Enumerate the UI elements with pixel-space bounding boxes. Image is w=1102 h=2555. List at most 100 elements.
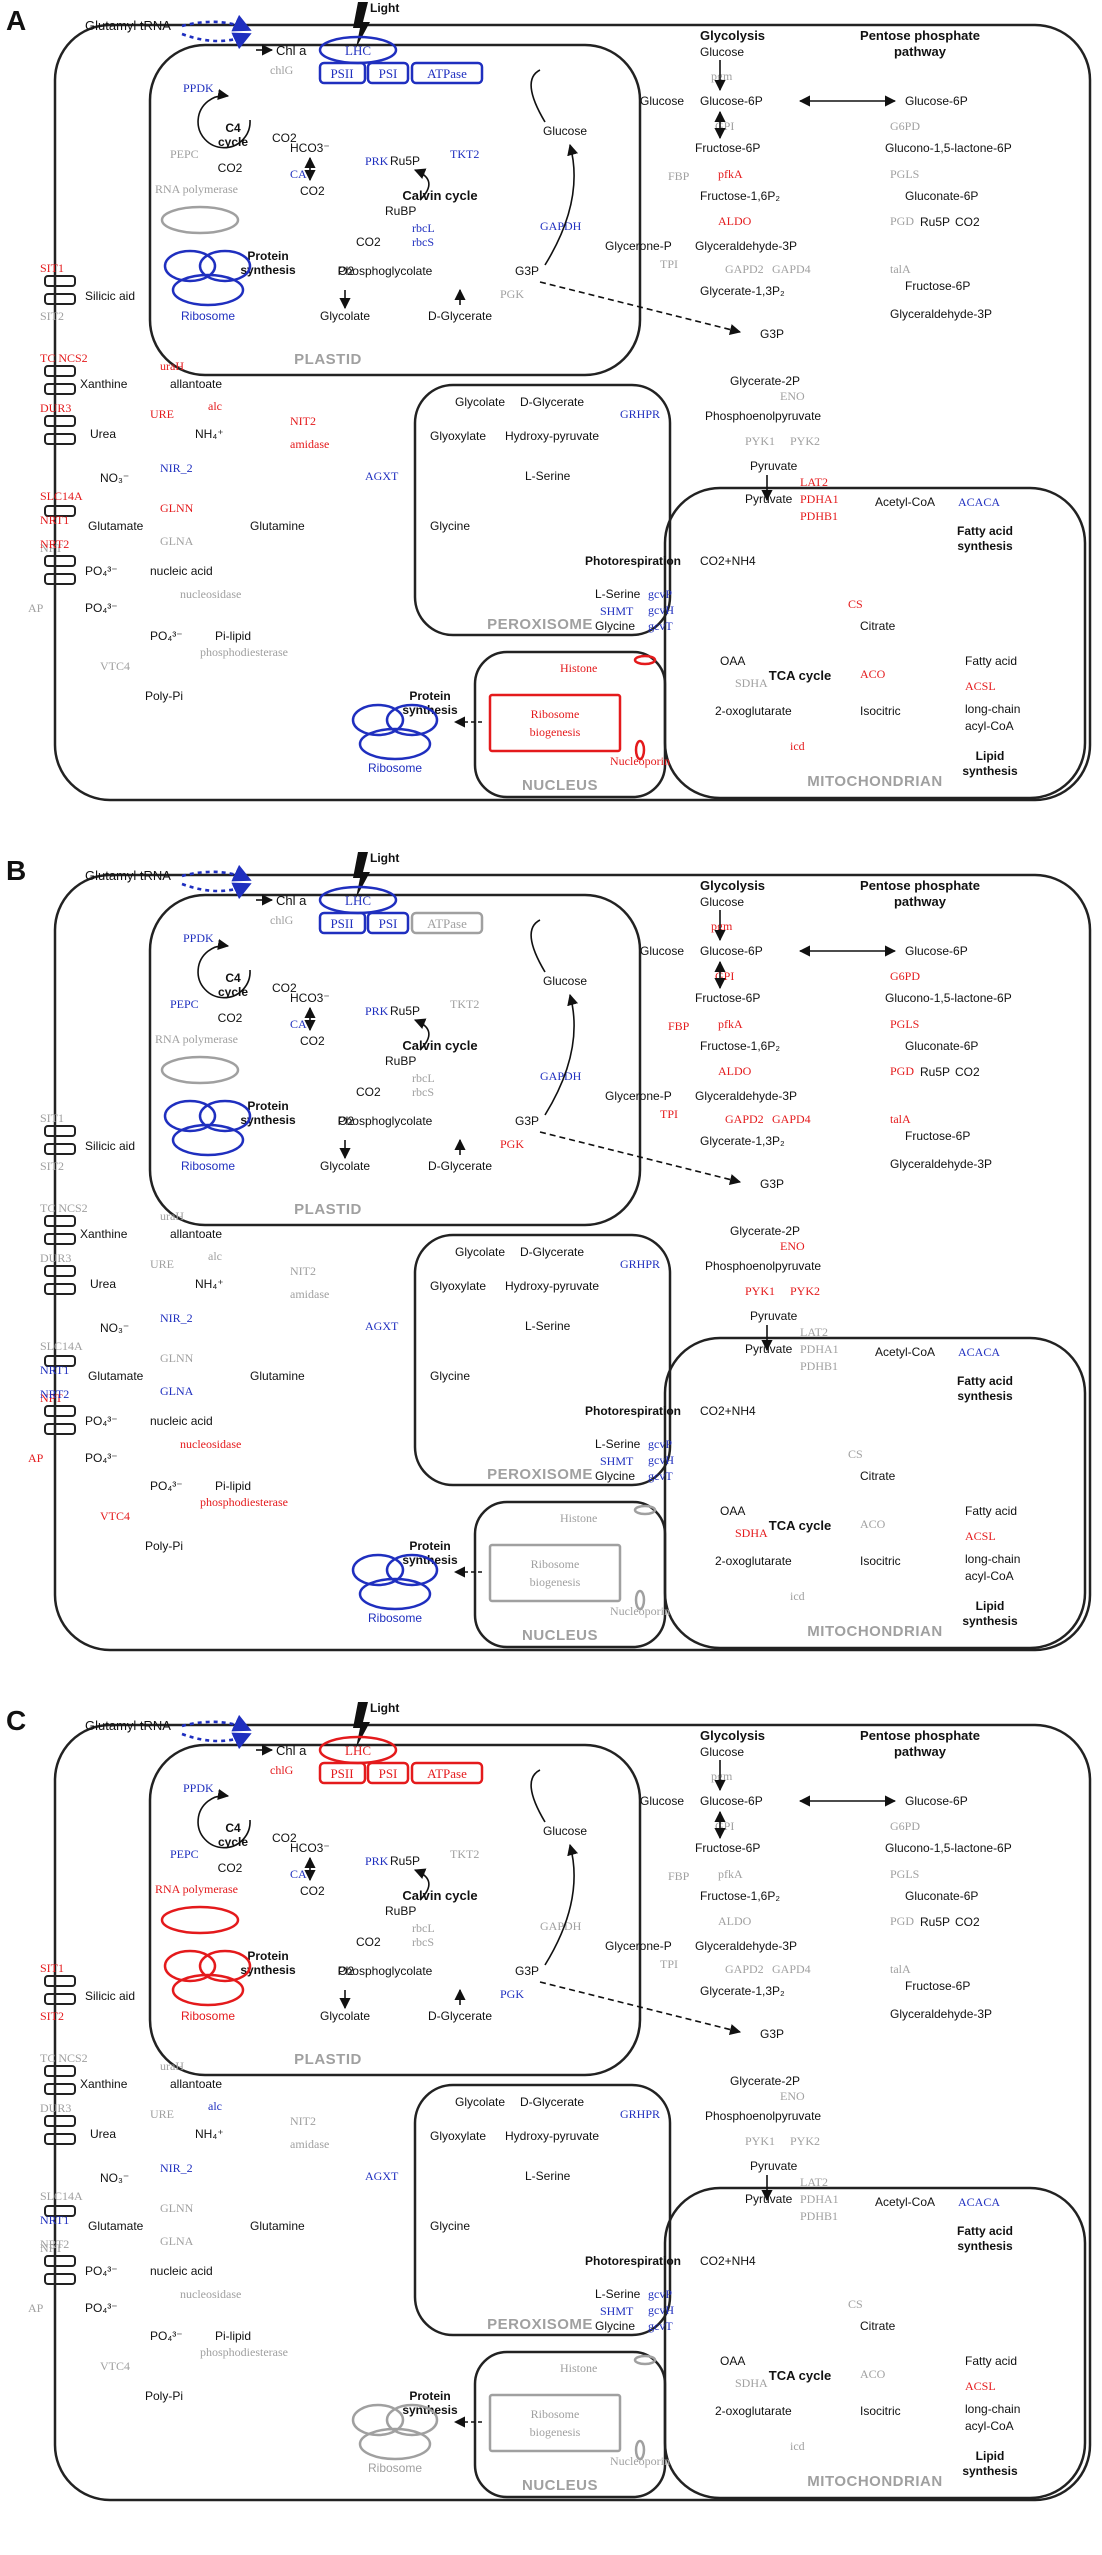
label-pyruvate-cyto: Pyruvate: [750, 459, 798, 473]
label-plastid: PLASTID: [294, 2051, 362, 2068]
enzyme-lhc: LHC: [345, 43, 371, 58]
enzyme-pdhb1: PDHB1: [800, 2209, 838, 2223]
enzyme-acsl: ACSL: [965, 679, 996, 693]
label-glycerate-13p2: Glycerate-1,3P₂: [700, 284, 785, 298]
enzyme-npt: NPT: [40, 1391, 63, 1405]
label-pyruvate-mito: Pyruvate: [745, 2192, 793, 2206]
label-glucose-cyto: Glucose: [640, 944, 684, 958]
enzyme-nit2: NIT2: [290, 1264, 316, 1278]
peroxisome-outline: [413, 2083, 672, 2337]
g3p-export: [539, 281, 742, 335]
transporter-sit1-2: [44, 1143, 76, 1155]
glucose-branch: [530, 1769, 546, 1823]
enzyme-ribosome-biogenesis: Ribosome: [531, 1557, 580, 1571]
enzyme-pgk: PGK: [500, 287, 524, 301]
label-urea: Urea: [90, 2127, 116, 2141]
enzyme-lhc: LHC: [345, 893, 371, 908]
lightning-icon: [353, 852, 370, 898]
enzyme-gcvt: gcvT: [648, 619, 673, 633]
cell-outline: [53, 23, 1092, 802]
enzyme-sdha: SDHA: [735, 676, 768, 690]
label-silicic-acid: Silicic aid: [85, 1989, 135, 2003]
enzyme-gpi: GPI: [715, 969, 734, 983]
label-fructose-6p: Fructose-6P: [695, 991, 760, 1005]
label-hco3: HCO3⁻: [290, 1841, 330, 1855]
label-glutamate: Glutamate: [88, 2219, 144, 2233]
enzyme-gcvt: gcvT: [648, 2319, 673, 2333]
enzyme-pgm: pgm: [711, 69, 733, 83]
mitochondrion-outline: [663, 1336, 1087, 1650]
enzyme-pgls: PGLS: [890, 167, 919, 181]
label-long-chain: long-chain: [965, 1552, 1020, 1566]
label-glycolate-plastid: Glycolate: [320, 2009, 370, 2023]
enzyme-aco: ACO: [860, 2367, 886, 2381]
enzyme-tc-ncs2: TC NCS2: [40, 1201, 88, 1215]
enzyme-shmt: SHMT: [600, 604, 634, 618]
enzyme-urah: uraH: [160, 359, 184, 373]
label-co2-nh4: CO2+NH4: [700, 1404, 756, 1418]
label-light: Light: [370, 851, 399, 865]
label-oxoglutarate: 2-oxoglutarate: [715, 704, 792, 718]
label-co2-c4-bottom: CO2: [218, 1861, 243, 1875]
label-protein-line1: Protein: [247, 1949, 288, 1963]
enzyme-pdha1: PDHA1: [800, 2192, 839, 2206]
enzyme-pdha1: PDHA1: [800, 1342, 839, 1356]
ribosome-plastid-top: [163, 1949, 217, 1983]
label-glutamate: Glutamate: [88, 1369, 144, 1383]
label-pi-lipid: Pi-lipid: [215, 629, 251, 643]
enzyme-ca: CA: [290, 1017, 307, 1031]
label-glucose-plastid: Glucose: [543, 1824, 587, 1838]
enzyme-sdha: SDHA: [735, 2376, 768, 2390]
label-l-serine-mito: L-Serine: [595, 2287, 641, 2301]
enzyme-tkt2: TKT2: [450, 1847, 479, 1861]
label-acetyl-coa: Acetyl-CoA: [875, 1345, 935, 1359]
enzyme-phosphodiesterase: phosphodiesterase: [200, 2345, 288, 2359]
enzyme-fbp: FBP: [668, 169, 690, 183]
label-fructose-6p: Fructose-6P: [695, 141, 760, 155]
enzyme-eno: ENO: [780, 2089, 805, 2103]
label-poly-pi: Poly-Pi: [145, 2389, 183, 2403]
trna-arrow-2: [181, 1732, 252, 1750]
label-rubp: RuBP: [385, 204, 416, 218]
label-xanthine: Xanthine: [80, 377, 128, 391]
enzyme-pepc: PEPC: [170, 147, 199, 161]
label-protein-line1: Protein: [247, 249, 288, 263]
label-pep: Phosphoenolpyruvate: [705, 409, 821, 423]
enzyme-rbcs: rbcS: [412, 1935, 434, 1949]
enzyme-ribosome-biogenesis-2: biogenesis: [530, 725, 581, 739]
ribosome-plastid-bottom: [171, 273, 245, 307]
label-pyruvate-cyto: Pyruvate: [750, 1309, 798, 1323]
enzyme-ap: AP: [28, 601, 44, 615]
label-ru5p-ppp: Ru5P: [920, 215, 950, 229]
enzyme-icd: icd: [790, 2439, 805, 2453]
nucleoporin-shape: [634, 2439, 646, 2461]
label-glycolate-perox: Glycolate: [455, 395, 505, 409]
label-pentose-line1: Pentose phosphate: [860, 878, 980, 893]
enzyme-grhpr: GRHPR: [620, 2107, 660, 2121]
cell-outline: [53, 1723, 1092, 2502]
enzyme-pyk1: PYK1: [745, 2134, 775, 2148]
peroxisome-outline: [413, 1233, 672, 1487]
label-nh4: NH₄⁺: [195, 427, 224, 441]
label-glycerate-2p: Glycerate-2P: [730, 2074, 800, 2088]
enzyme-gapdh: GAPDH: [540, 1069, 582, 1083]
label-c4-line1: C4: [225, 121, 241, 135]
label-glyoxylate: Glyoxylate: [430, 429, 486, 443]
enzyme-tpi: TPI: [660, 257, 678, 271]
label-nh4: NH₄⁺: [195, 2127, 224, 2141]
label-photorespiration: Photorespiration: [585, 554, 681, 568]
label-po4: PO₄³⁻: [85, 564, 118, 578]
enzyme-tala: talA: [890, 1962, 911, 1976]
label-calvin: Calvin cycle: [402, 188, 477, 203]
label-glutamate: Glutamate: [88, 519, 144, 533]
calvin-arc-1: [413, 168, 430, 201]
calvin-arc-1: [413, 1868, 430, 1901]
enzyme-ure: URE: [150, 407, 174, 421]
label-glyceraldehyde-3p: Glyceraldehyde-3P: [695, 1939, 797, 1953]
enzyme-gcvt: gcvT: [648, 1469, 673, 1483]
label-l-serine-mito: L-Serine: [595, 587, 641, 601]
enzyme-ppdk: PPDK: [183, 1781, 214, 1795]
transporter-sit1-2: [44, 1993, 76, 2005]
enzyme-chlg: chlG: [270, 1763, 294, 1777]
